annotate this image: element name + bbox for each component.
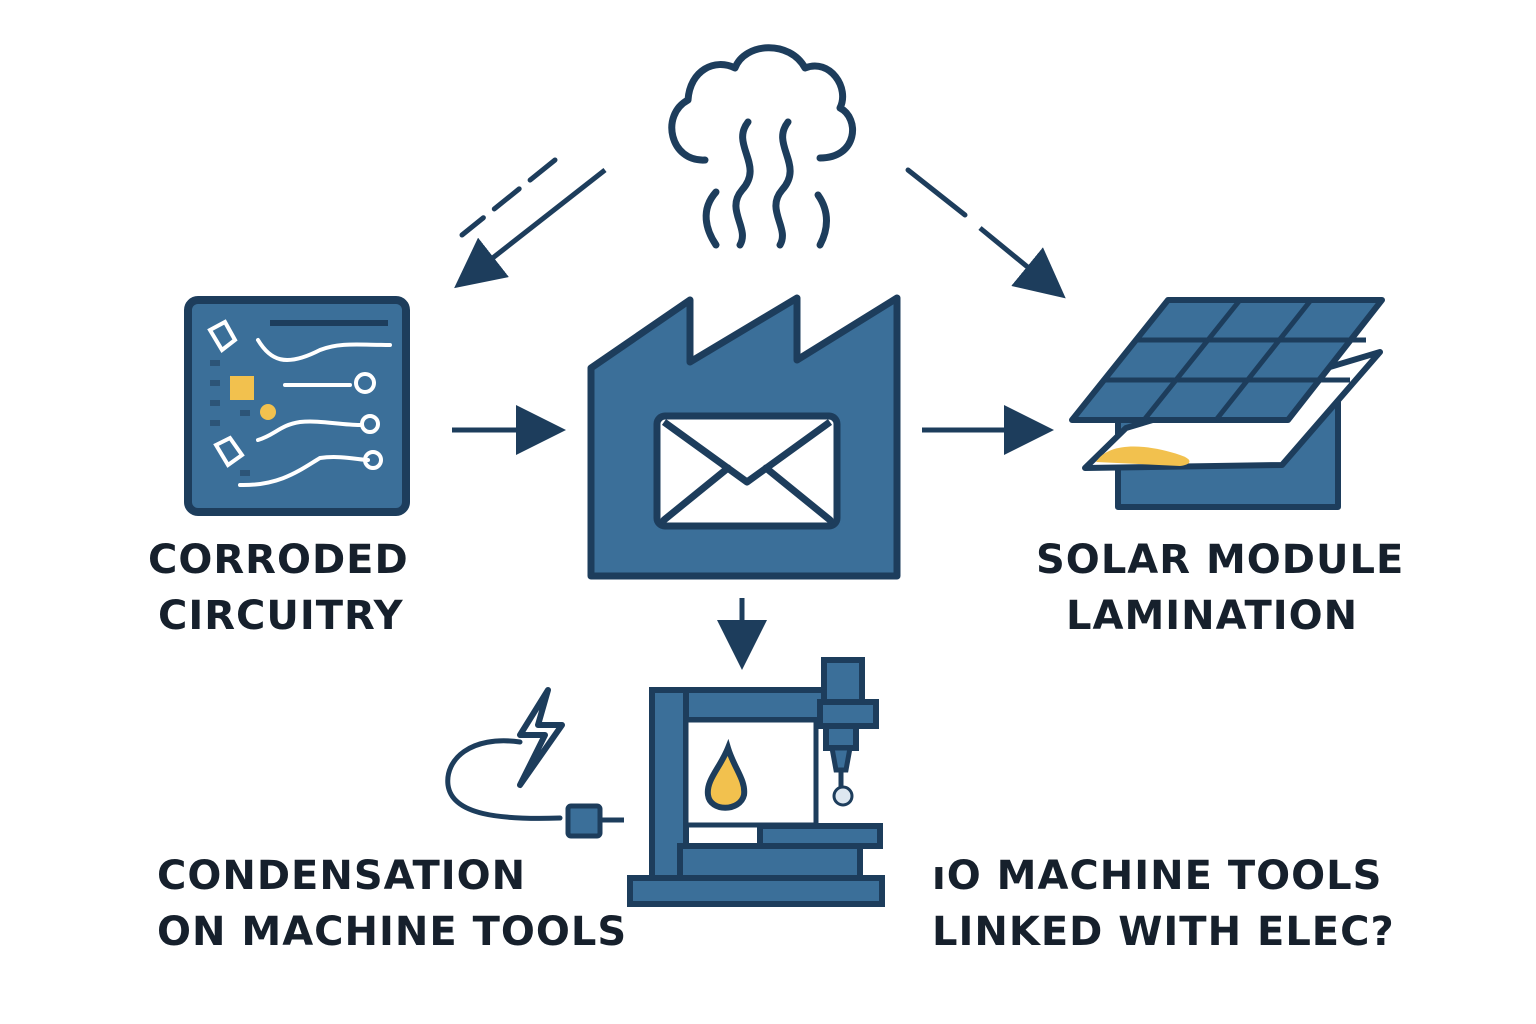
label-line: SOLAR MODULE — [1036, 537, 1405, 583]
plug-icon — [565, 803, 624, 839]
power-cable — [445, 738, 563, 821]
label-line: CORRODED — [148, 537, 409, 583]
label-line: ıO MACHINE TOOLS — [932, 853, 1383, 899]
arrow-cloud-to-solar — [905, 167, 1066, 299]
steam-cloud-icon — [668, 44, 856, 249]
label-condensation: CONDENSATION ON MACHINE TOOLS — [157, 848, 627, 960]
envelope-icon — [653, 412, 841, 530]
label-corroded-circuitry: CORRODED CIRCUITRY — [148, 532, 409, 644]
label-line: CONDENSATION — [157, 853, 527, 899]
arrow-cloud-to-circuitry — [454, 157, 607, 289]
factory-icon — [587, 294, 901, 580]
lightning-icon — [517, 687, 565, 788]
oil-drop-icon — [704, 738, 748, 811]
label-line: CIRCUITRY — [158, 593, 404, 639]
label-line: LAMINATION — [1066, 593, 1359, 639]
solar-panel-icon — [1069, 297, 1385, 510]
circuit-board-icon — [184, 296, 410, 516]
label-line: ON MACHINE TOOLS — [157, 909, 628, 955]
label-line: LINKED WITH ELEC? — [932, 909, 1395, 955]
label-linked-with-elec: ıO MACHINE TOOLS LINKED WITH ELEC? — [932, 848, 1395, 960]
label-solar-module-lamination: SOLAR MODULE LAMINATION — [1036, 532, 1404, 644]
machine-tool-icon — [627, 657, 885, 907]
